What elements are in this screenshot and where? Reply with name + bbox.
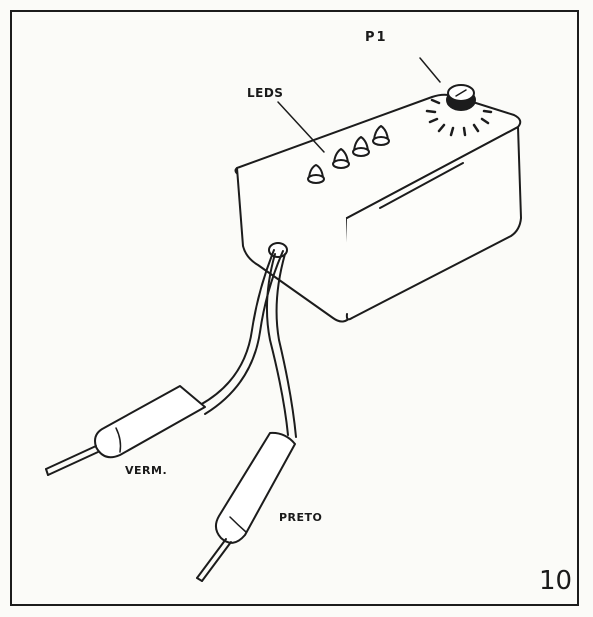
led-3	[352, 136, 370, 157]
black-probe	[196, 431, 296, 582]
led-2	[332, 148, 350, 169]
p1-leader-line	[419, 57, 441, 83]
figure-number: 10	[539, 566, 573, 596]
leds-label: LEDS	[247, 86, 284, 100]
probe-box	[234, 93, 522, 323]
probe-wires	[199, 249, 297, 438]
potentiometer-knob	[425, 84, 493, 137]
led-row	[307, 125, 390, 184]
p1-label: P1	[365, 30, 388, 45]
verm-label: VERM.	[125, 464, 168, 477]
led-4	[372, 125, 390, 146]
led-1	[307, 164, 325, 184]
figure-frame	[10, 10, 579, 606]
preto-label: PRETO	[279, 511, 323, 524]
leds-leader-line	[277, 101, 325, 153]
red-probe	[45, 385, 206, 476]
